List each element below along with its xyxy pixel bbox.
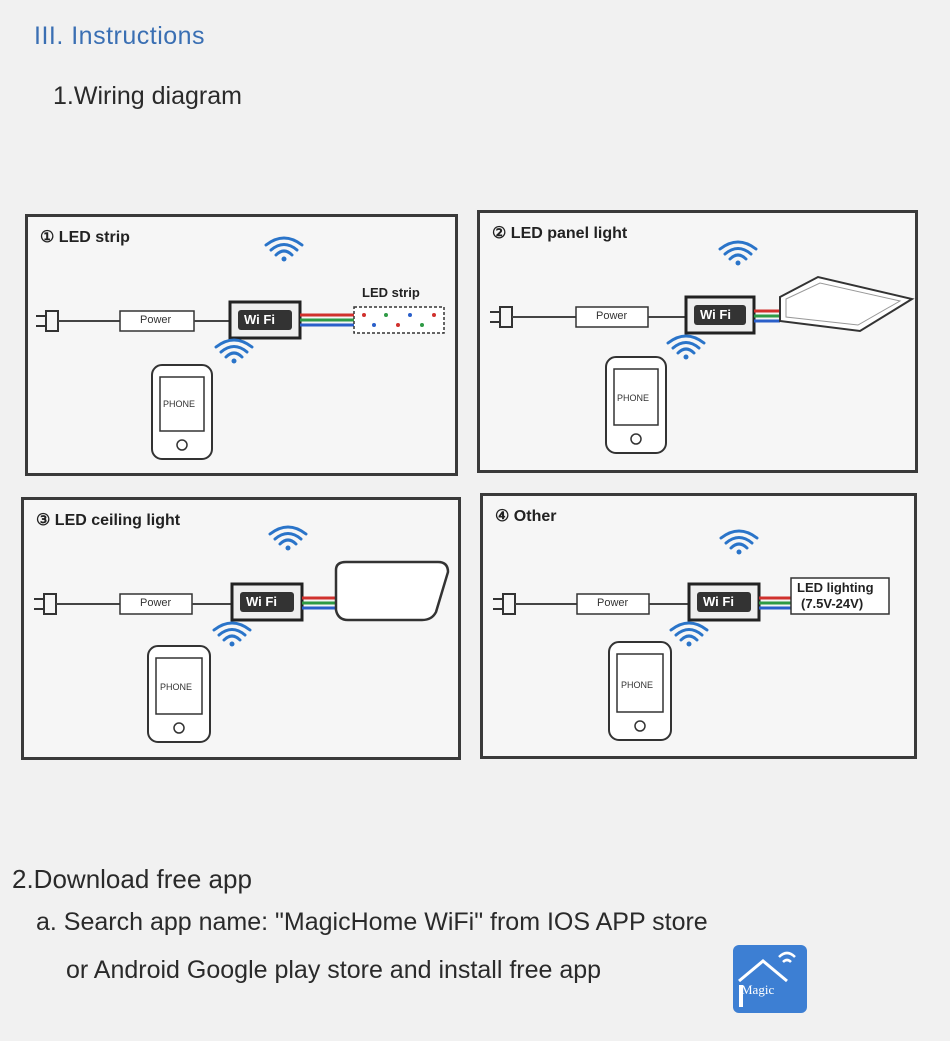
led-panel-device [779, 275, 915, 333]
wifi-signal-icon [666, 334, 706, 360]
wifi-signal-icon [268, 525, 308, 551]
wifi-signal-icon [719, 529, 759, 555]
panel-label: ④ Other [495, 508, 557, 525]
panel-led-panel-light: ② LED panel light Power Wi Fi PHONE [477, 210, 918, 473]
phone-icon [147, 645, 211, 743]
power-label: Power [596, 310, 628, 322]
led-strip-device [353, 306, 445, 334]
panel-label: ① LED strip [40, 229, 130, 246]
power-label: Power [597, 597, 629, 609]
phone-label: PHONE [160, 682, 193, 692]
led-lighting-box [790, 577, 890, 615]
panel-led-ceiling-light: ③ LED ceiling light Power Wi Fi PHONE [21, 497, 461, 760]
wifi-signal-icon [214, 338, 254, 364]
device-label: LED strip [362, 285, 420, 300]
download-title: 2.Download free app [12, 864, 252, 894]
wiring-diagram-title: 1.Wiring diagram [53, 82, 242, 110]
section-title: III. Instructions [34, 22, 206, 50]
panel-label: ② LED panel light [492, 225, 628, 242]
device-label-line1: LED lighting [797, 580, 874, 595]
wifi-controller-icon [230, 582, 304, 622]
phone-icon [151, 364, 213, 460]
wifi-logo: Wi Fi [246, 594, 277, 609]
wifi-signal-icon [212, 621, 252, 647]
ceiling-light-device [334, 560, 450, 622]
panel-other: ④ Other LED lighting (7.5V-24V) Power Wi… [480, 493, 917, 759]
download-instruction-a: a. Search app name: "MagicHome WiFi" fro… [36, 908, 708, 936]
download-instruction-b: or Android Google play store and install… [66, 956, 602, 984]
wifi-logo: Wi Fi [703, 594, 734, 609]
wifi-logo: Wi Fi [244, 312, 275, 327]
phone-label: PHONE [163, 399, 196, 409]
wiring-diagram-led-strip [36, 236, 445, 460]
wifi-logo: Wi Fi [700, 307, 731, 322]
wiring-diagram-led-panel-light [490, 240, 915, 454]
panel-label: ③ LED ceiling light [36, 512, 181, 529]
wifi-controller-icon [228, 300, 302, 340]
plug-icon [34, 593, 57, 615]
phone-icon [608, 641, 672, 741]
wifi-controller-icon [687, 582, 761, 622]
app-icon-label: Magic [741, 982, 775, 997]
plug-icon [493, 593, 516, 615]
device-label-line2: (7.5V-24V) [801, 596, 864, 611]
app-icon [733, 945, 807, 1013]
wifi-signal-icon [718, 240, 758, 266]
phone-label: PHONE [617, 393, 650, 403]
power-label: Power [140, 597, 172, 609]
plug-icon [36, 310, 59, 332]
wifi-signal-icon [264, 236, 304, 262]
plug-icon [490, 306, 513, 328]
wifi-controller-icon [684, 295, 756, 335]
wifi-signal-icon [669, 621, 709, 647]
phone-label: PHONE [621, 680, 654, 690]
wiring-diagram-led-ceiling-light [34, 525, 450, 743]
wiring-diagram-other [493, 529, 890, 741]
phone-icon [605, 356, 667, 454]
panel-led-strip: ① LED strip LED strip Power Wi Fi PHONE [25, 214, 458, 476]
power-label: Power [140, 314, 172, 326]
